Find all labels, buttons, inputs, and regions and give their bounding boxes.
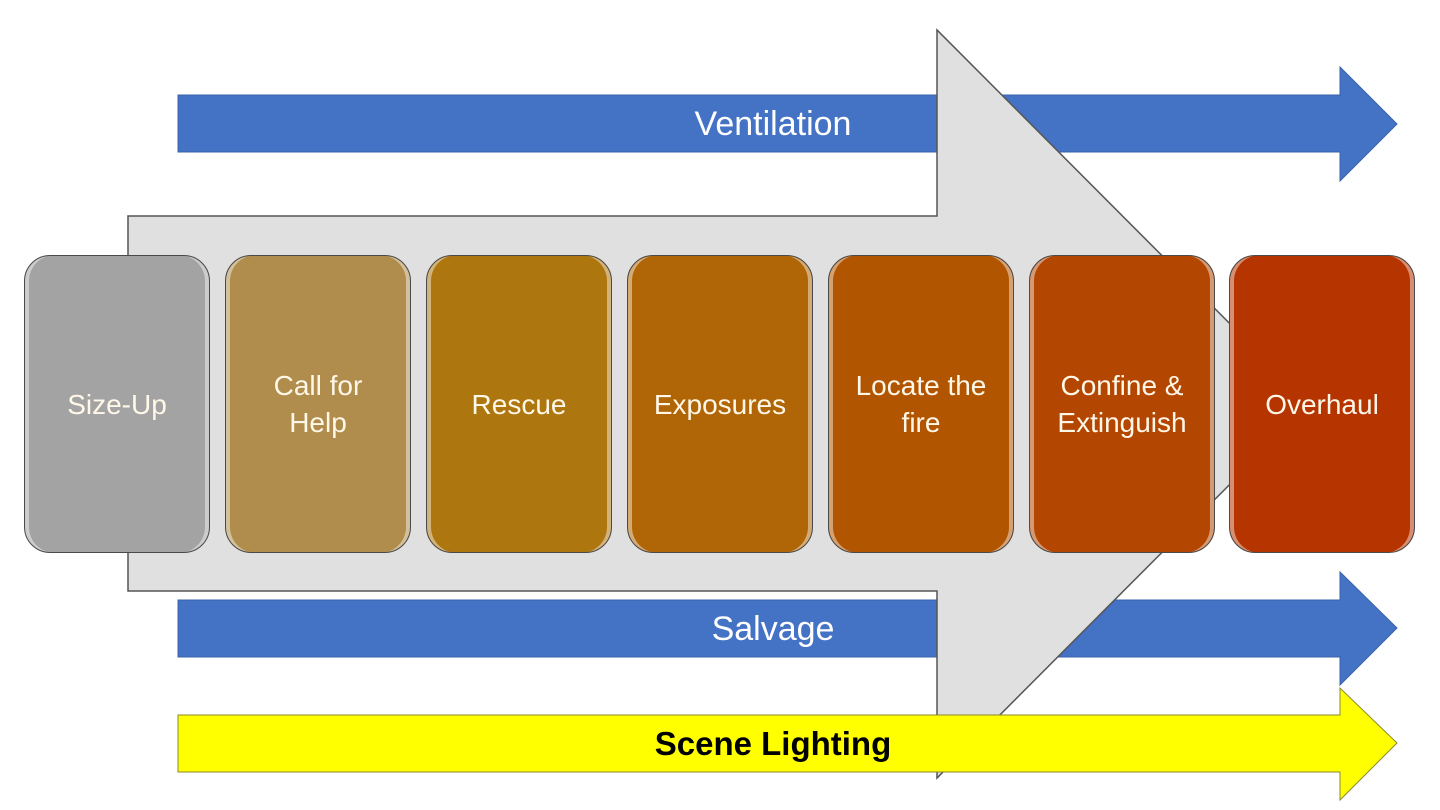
step-label: Call for Help [273,370,363,438]
step-overhaul: Overhaul [1229,255,1415,553]
ventilation-arrow [177,65,1398,183]
step-rescue: Rescue [426,255,612,553]
step-label: Size-Up [67,388,167,420]
step-call-for-help: Call for Help [225,255,411,553]
step-exposures: Exposures [627,255,813,553]
step-label: Overhaul [1265,388,1379,420]
step-label: Exposures [653,388,787,420]
ventilation-label: Ventilation [178,95,1368,152]
scene-lighting-arrow [177,686,1398,802]
step-locate-the-fire: Locate the fire [828,255,1014,553]
ventilation-text: Ventilation [694,104,852,143]
step-label: Rescue [471,388,567,420]
salvage-label: Salvage [178,600,1368,657]
scene-lighting-text: Scene Lighting [654,724,892,762]
step-size-up: Size-Up [24,255,210,553]
step-label: Confine & Extinguish [1057,370,1187,438]
step-label: Locate the fire [855,370,987,438]
step-confine-extinguish: Confine & Extinguish [1029,255,1215,553]
salvage-text: Salvage [711,609,835,648]
scene-lighting-label: Scene Lighting [178,715,1368,772]
